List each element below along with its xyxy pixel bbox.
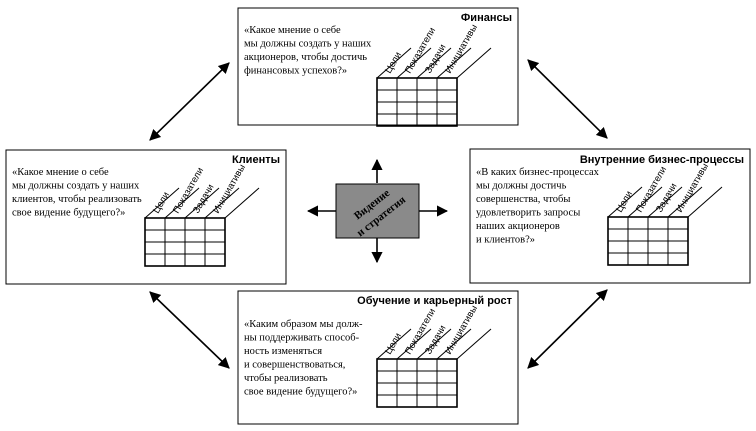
scorecard-grid xyxy=(144,187,260,267)
header-slant-line xyxy=(164,187,200,219)
question-line: наших акционеров xyxy=(476,221,560,232)
perspective-box-frame xyxy=(469,148,751,284)
scorecard-grid xyxy=(376,328,492,408)
connector-arrows xyxy=(149,59,608,369)
arrow-clients-learning xyxy=(149,291,230,369)
question-line: «Какое мнение о себе xyxy=(244,25,341,36)
question-line: чтобы реализовать xyxy=(244,373,328,384)
question-line: свое видение будущего?» xyxy=(244,387,357,398)
center-box xyxy=(335,183,420,239)
question-line: удовлетворить запросы xyxy=(476,208,580,219)
header-slant-line xyxy=(184,187,220,219)
header-slant-line xyxy=(204,187,240,219)
perspective-learning: Обучение и карьерный рост «Каким образом … xyxy=(237,290,519,425)
header-slant-line xyxy=(224,187,260,219)
header-slant-line xyxy=(436,47,472,79)
header-slant-line xyxy=(647,186,683,218)
header-slant-line xyxy=(627,186,663,218)
header-slant-line xyxy=(607,186,643,218)
question-line: акционеров, чтобы достичь xyxy=(244,52,367,63)
center-vision-strategy: Видение и стратегия xyxy=(306,158,449,264)
perspective-clients: Клиенты «Какое мнение о себе мы должны соз… xyxy=(5,149,287,285)
header-slant-line xyxy=(416,328,452,360)
question-line: мы должны создать у наших xyxy=(12,181,140,192)
question-line: клиентов, чтобы реализовать xyxy=(12,194,142,205)
question-line: финансовых успехов?» xyxy=(244,66,347,77)
perspective-title: Обучение и карьерный рост xyxy=(357,295,512,307)
header-slant-line xyxy=(416,47,452,79)
question-line: «В каких бизнес-процессах xyxy=(476,167,600,178)
perspective-title: Клиенты xyxy=(232,154,280,166)
question-line: и совершенствоваться, xyxy=(244,360,345,371)
header-slant-line xyxy=(396,47,432,79)
question-line: ны поддерживать способ- xyxy=(244,333,360,344)
question-line: свое видение будущего?» xyxy=(12,208,125,219)
perspective-title: Внутренние бизнес-процессы xyxy=(580,154,744,166)
header-slant-line xyxy=(456,328,492,360)
perspective-title: Финансы xyxy=(461,12,512,24)
arrow-internal-learning xyxy=(527,289,608,369)
question-line: и клиентов?» xyxy=(476,235,535,246)
perspective-box-frame xyxy=(237,7,519,126)
question-line: «Какое мнение о себе xyxy=(12,167,109,178)
question-line: «Каким образом мы долж- xyxy=(244,319,363,330)
header-slant-line xyxy=(396,328,432,360)
question-line: мы должны достичь xyxy=(476,181,567,192)
scorecard-grid xyxy=(607,186,723,266)
question-line: ность изменяться xyxy=(244,346,322,357)
arrow-finance-clients xyxy=(149,62,230,141)
header-slant-line xyxy=(144,187,180,219)
header-slant-line xyxy=(376,328,412,360)
header-slant-line xyxy=(456,47,492,79)
header-slant-line xyxy=(436,328,472,360)
header-slant-line xyxy=(687,186,723,218)
question-line: мы должны создать у наших xyxy=(244,39,372,50)
perspective-finance: Финансы «Какое мнение о себе мы должны соз… xyxy=(237,7,519,127)
question-line: совершенства, чтобы xyxy=(476,194,570,205)
scorecard-grid xyxy=(376,47,492,127)
perspective-internal: Внутренние бизнес-процессы«В каких бизне… xyxy=(469,148,751,284)
header-slant-line xyxy=(376,47,412,79)
arrow-finance-internal xyxy=(527,59,608,139)
header-slant-line xyxy=(667,186,703,218)
